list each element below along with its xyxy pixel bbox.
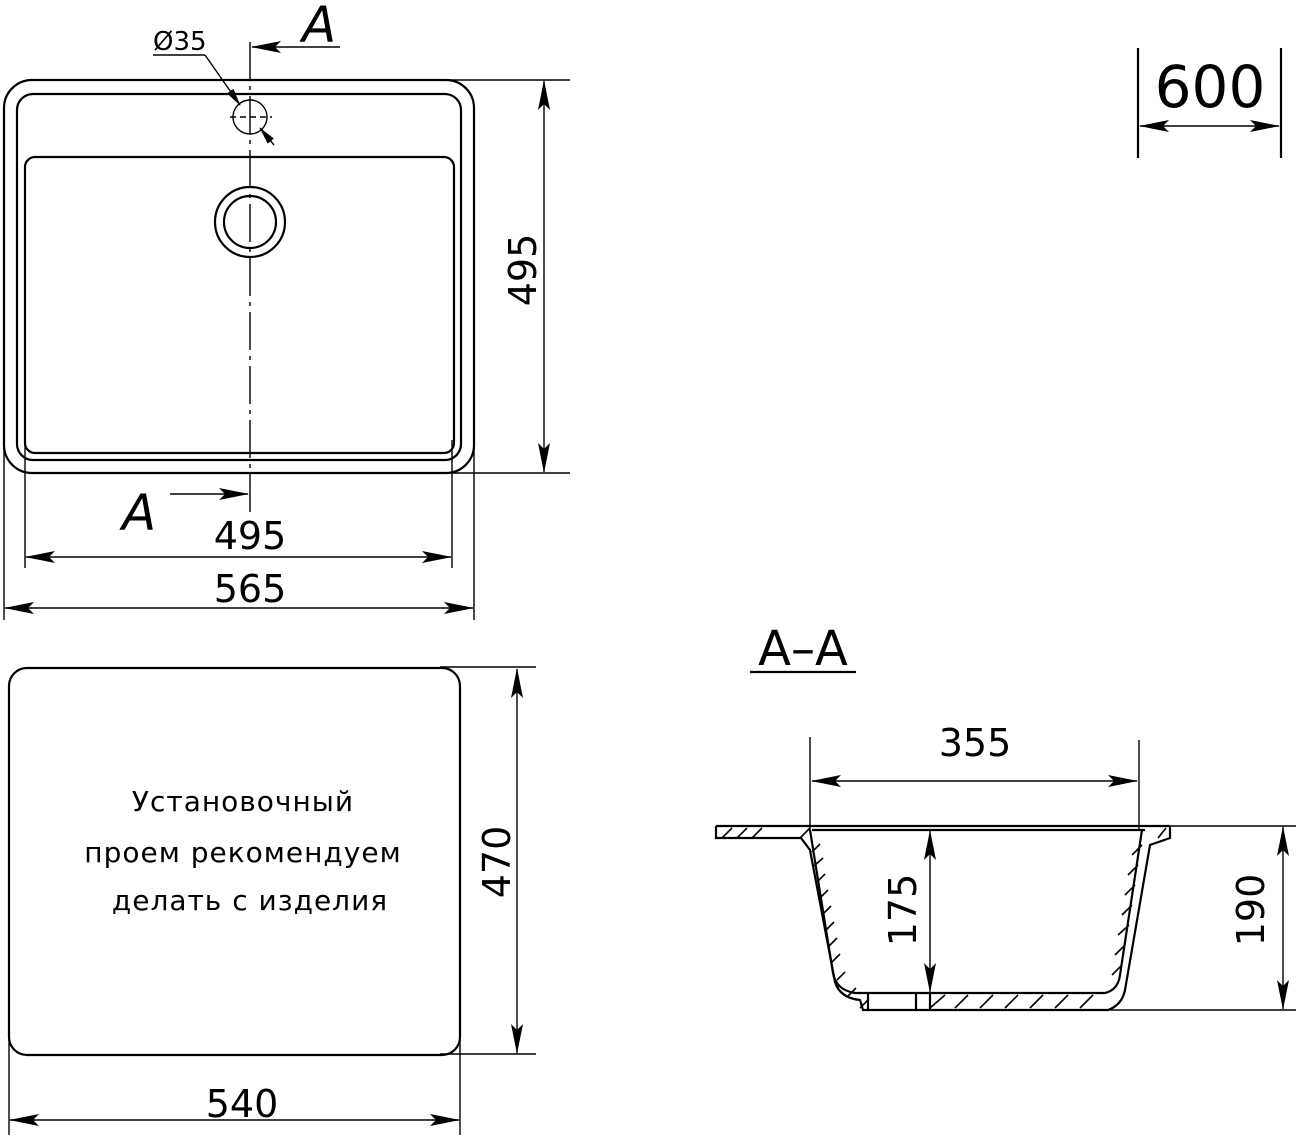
section-marker-top: A (299, 0, 336, 54)
cabinet-width-label: 600 (1155, 53, 1266, 121)
sink-outer-contour (2, 78, 476, 475)
dim-cutout-width-label: 540 (206, 1082, 279, 1126)
sink-section-outer (714, 826, 1172, 1012)
section-view: A–A (714, 621, 1296, 1012)
sink-section-inner (808, 829, 1144, 995)
dim-outer-depth-label: 495 (501, 234, 545, 307)
tap-hole-label: Ø35 (153, 27, 207, 57)
tap-hole-leader-2 (259, 127, 275, 146)
note-line-1: Установочный (132, 785, 354, 818)
tap-hole-leader (204, 54, 241, 106)
dim-total-depth-label: 190 (1229, 874, 1273, 947)
sink-inner-rim (15, 92, 463, 462)
cabinet-width-badge: 600 (1136, 48, 1283, 158)
bowl-contour (23, 155, 456, 455)
dim-outer-width-label: 565 (214, 567, 287, 611)
dim-bowl-depth-label: 175 (881, 874, 925, 947)
note-line-2: проем рекомендуем (84, 836, 401, 869)
section-hatching (721, 827, 1167, 1009)
dim-cutout-depth-label: 470 (475, 826, 519, 899)
cutout-contour (7, 666, 462, 1057)
top-view: Ø35 A A 495 565 495 (2, 0, 570, 620)
section-marker-bottom: A (119, 484, 156, 542)
note-line-3: делать с изделия (112, 884, 388, 917)
dim-bowl-top-width-label: 355 (939, 721, 1012, 765)
section-title: A–A (758, 621, 848, 677)
dim-bowl-width-label: 495 (214, 514, 287, 558)
cutout-view: Установочный проем рекомендуем делать с … (7, 666, 536, 1135)
